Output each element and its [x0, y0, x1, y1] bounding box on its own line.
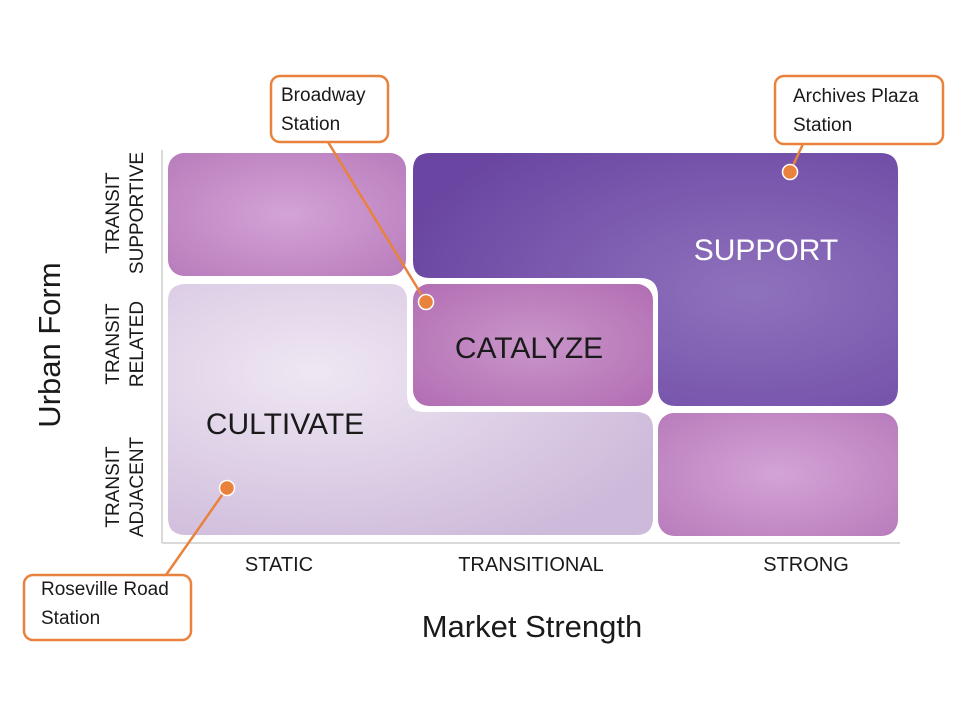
roseville-callout: Roseville Road Station: [22, 573, 193, 642]
x-tick-strong: STRONG: [763, 554, 849, 576]
archives-callout: Archives Plaza Station: [773, 74, 945, 146]
y-tick-related-line1: TRANSIT: [103, 303, 124, 385]
roseville-leader-line: [164, 487, 229, 576]
y-tick-related-line2: RELATED: [127, 301, 148, 387]
y-tick-supportive-line1: TRANSIT: [103, 172, 124, 254]
y-tick-supportive: TRANSIT SUPPORTIVE: [103, 152, 148, 274]
y-tick-adjacent-line2: ADJACENT: [127, 436, 148, 537]
x-axis-title: Market Strength: [422, 609, 643, 644]
broadway-callout-box: [269, 74, 390, 144]
archives-plaza-station-marker[interactable]: [781, 163, 799, 181]
roseville-callout-line2: Station: [41, 608, 100, 629]
y-tick-related: TRANSIT RELATED: [103, 301, 148, 387]
y-axis-title: Urban Form: [32, 262, 67, 427]
broadway-callout-line2: Station: [281, 114, 340, 135]
support-label: SUPPORT: [694, 234, 838, 267]
y-tick-adjacent: TRANSIT ADJACENT: [103, 436, 148, 537]
broadway-station-marker[interactable]: [417, 293, 435, 311]
x-tick-static: STATIC: [245, 554, 313, 576]
cultivate-zone: [168, 284, 653, 535]
catalyze-label: CATALYZE: [455, 332, 603, 365]
y-tick-adjacent-line1: TRANSIT: [103, 446, 124, 528]
cell-adjacent-strong: [658, 413, 898, 536]
broadway-leader-line: [326, 141, 428, 303]
roseville-callout-line1: Roseville Road: [41, 579, 169, 600]
archives-callout-line1: Archives Plaza: [793, 86, 919, 107]
broadway-callout-line1: Broadway: [281, 85, 366, 106]
catalyze-zone: [413, 284, 653, 406]
broadway-callout: Broadway Station: [269, 74, 390, 144]
roseville-callout-box: [22, 573, 193, 642]
archives-callout-box: [773, 74, 945, 146]
support-zone: [413, 153, 898, 406]
y-tick-supportive-line2: SUPPORTIVE: [127, 152, 148, 274]
cell-supportive-static: [168, 153, 406, 276]
cultivate-label: CULTIVATE: [206, 408, 364, 441]
roseville-road-station-marker[interactable]: [218, 479, 236, 497]
x-tick-transitional: TRANSITIONAL: [458, 554, 604, 576]
archives-callout-line2: Station: [793, 115, 852, 136]
